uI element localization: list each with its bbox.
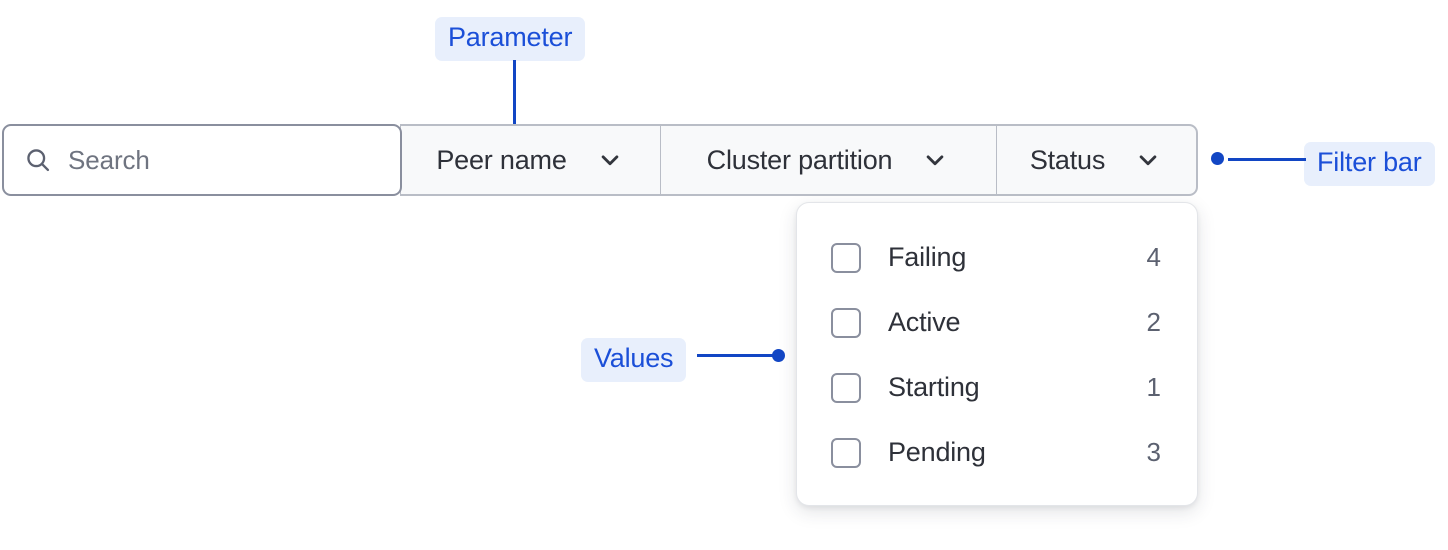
dropdown-option-label: Active bbox=[888, 307, 961, 337]
chevron-down-icon bbox=[595, 145, 625, 175]
checkbox[interactable] bbox=[831, 372, 861, 403]
annotation-connector-filter-bar bbox=[1228, 158, 1306, 161]
checkbox[interactable] bbox=[831, 307, 861, 338]
filter-segment-peer-name[interactable]: Peer name bbox=[400, 124, 662, 196]
checkbox[interactable] bbox=[831, 242, 861, 273]
annotation-label-values: Values bbox=[581, 338, 687, 382]
dropdown-option-label: Pending bbox=[888, 437, 986, 467]
dropdown-option-count: 1 bbox=[1146, 372, 1161, 402]
filter-bar: Search Peer name Cluster partition Statu… bbox=[2, 124, 1198, 196]
status-dropdown-panel: Failing 4 Active 2 Starting 1 Pending 3 bbox=[796, 202, 1198, 506]
filter-segment-label: Status bbox=[1029, 144, 1106, 175]
chevron-down-icon bbox=[1133, 145, 1163, 175]
dropdown-option-active[interactable]: Active 2 bbox=[831, 290, 1161, 355]
annotation-label-parameter: Parameter bbox=[435, 17, 586, 61]
filter-segment-label: Cluster partition bbox=[706, 144, 893, 175]
dropdown-option-count: 3 bbox=[1146, 437, 1161, 467]
annotation-label-filter-bar: Filter bar bbox=[1304, 142, 1435, 186]
chevron-down-icon bbox=[920, 145, 950, 175]
dropdown-option-label: Starting bbox=[888, 372, 980, 402]
annotation-dot-filter-bar bbox=[1211, 152, 1224, 165]
dropdown-option-pending[interactable]: Pending 3 bbox=[831, 420, 1161, 485]
annotation-dot-values bbox=[772, 349, 785, 362]
search-input[interactable]: Search bbox=[2, 124, 402, 196]
checkbox[interactable] bbox=[831, 437, 861, 468]
annotation-connector-parameter bbox=[513, 60, 516, 144]
filter-segment-status[interactable]: Status bbox=[996, 124, 1198, 196]
search-placeholder: Search bbox=[68, 144, 150, 175]
dropdown-option-label: Failing bbox=[888, 242, 967, 272]
annotation-connector-values bbox=[697, 354, 779, 357]
dropdown-option-count: 2 bbox=[1146, 307, 1161, 337]
filter-segment-label: Peer name bbox=[436, 144, 567, 175]
filter-segment-cluster-partition[interactable]: Cluster partition bbox=[660, 124, 998, 196]
search-icon bbox=[24, 146, 52, 174]
dropdown-option-failing[interactable]: Failing 4 bbox=[831, 225, 1161, 290]
dropdown-option-starting[interactable]: Starting 1 bbox=[831, 355, 1161, 420]
dropdown-option-count: 4 bbox=[1146, 242, 1161, 272]
